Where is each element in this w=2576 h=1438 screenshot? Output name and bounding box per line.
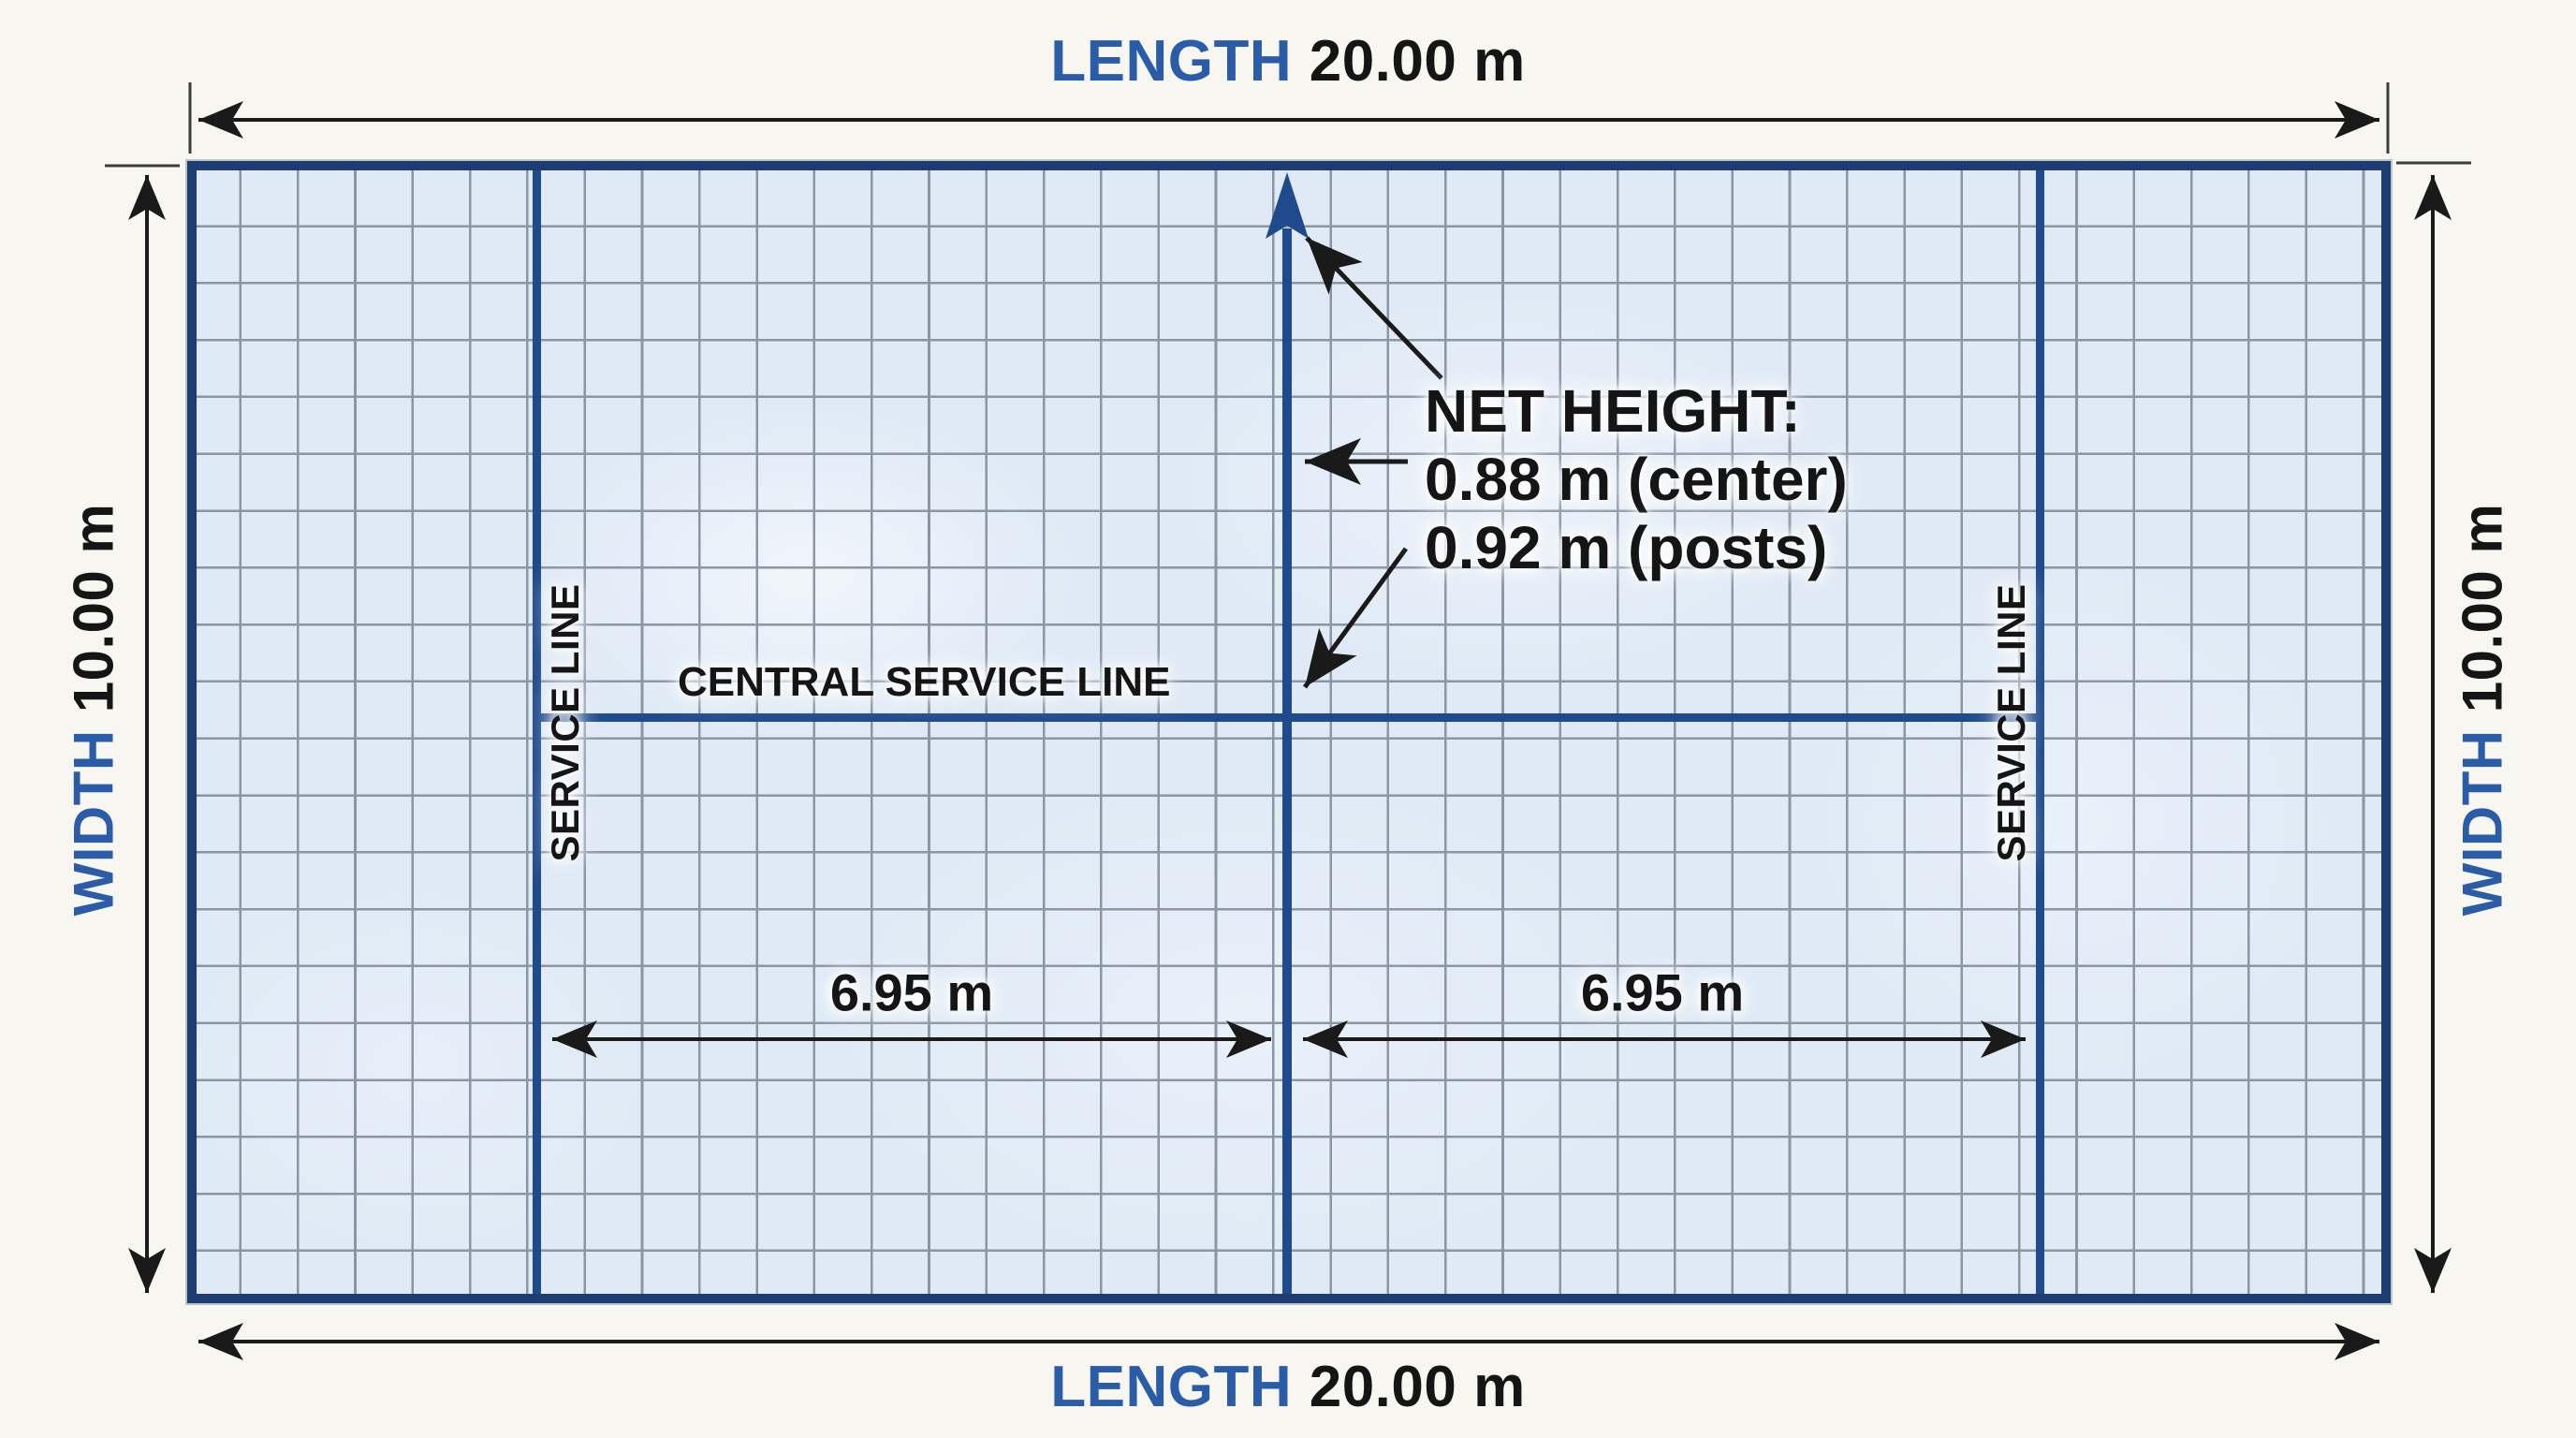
width-label-right: WIDTH 10.00 m: [2451, 504, 2515, 917]
extension-ticks: [105, 82, 2471, 168]
width-label-right-dim: WIDTH: [2451, 729, 2514, 917]
net-height-center-value: 0.88 m (center): [1425, 446, 1848, 513]
length-label-bottom-value: 20.00 m: [1309, 1355, 1526, 1419]
service-line-left-label: SERVICE LINE: [543, 583, 587, 862]
net-height-posts-value: 0.92 m (posts): [1425, 514, 1828, 581]
net-center-line: [1282, 228, 1292, 1294]
length-label-bottom-dim: LENGTH: [1050, 1355, 1293, 1419]
width-label-left-value: 10.00 m: [62, 503, 125, 713]
width-label-left-dim: WIDTH: [62, 729, 125, 917]
service-line-right-label: SERVICE LINE: [1989, 583, 2033, 862]
net-height-note: NET HEIGHT: 0.88 m (center) 0.92 m (post…: [1425, 377, 1848, 582]
net-height-title: NET HEIGHT:: [1425, 377, 1801, 445]
service-line-left-mark: [533, 170, 541, 1294]
court-outline: [187, 161, 2391, 1303]
service-line-right-mark: [2036, 170, 2044, 1294]
half-length-label-right: 6.95 m: [1580, 962, 1745, 1022]
central-service-line-mark: [537, 713, 2041, 722]
length-label-top-value: 20.00 m: [1309, 29, 1526, 94]
half-length-label-left: 6.95 m: [829, 962, 994, 1022]
width-label-right-value: 10.00 m: [2451, 503, 2514, 713]
central-service-line-label: CENTRAL SERVICE LINE: [678, 659, 1171, 705]
width-label-left: WIDTH 10.00 m: [62, 504, 126, 917]
length-label-top-dim: LENGTH: [1050, 29, 1293, 94]
